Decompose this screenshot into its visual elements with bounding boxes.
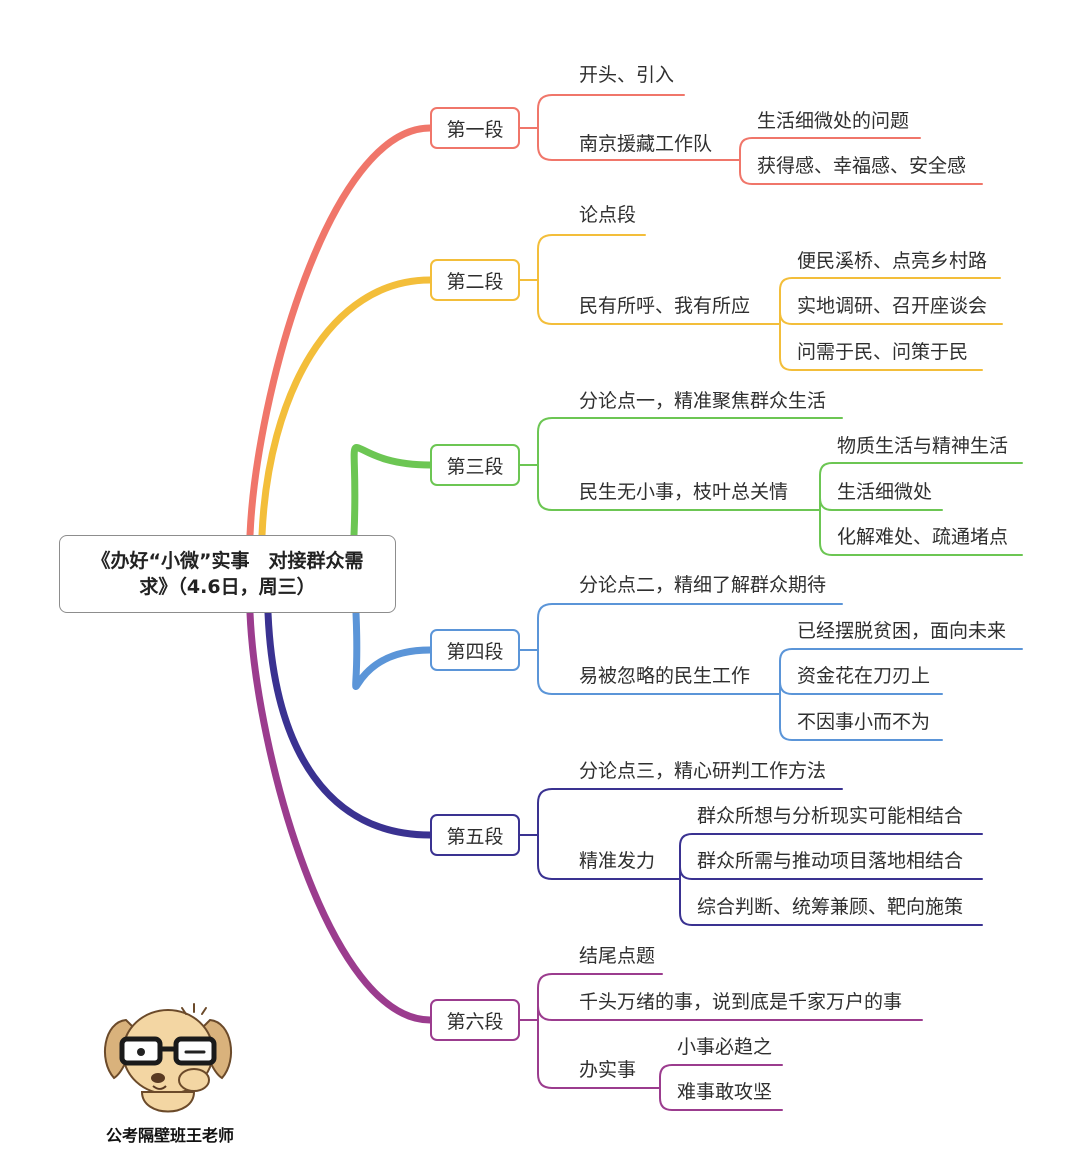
branch-s5-point3[interactable]: 分论点三，精心研判工作方法: [579, 760, 827, 782]
leaf-s5-needs[interactable]: 群众所需与推动项目落地相结合: [697, 850, 964, 872]
branch-s2-thesis[interactable]: 论点段: [579, 204, 637, 226]
dog-mascot-icon: [103, 1003, 233, 1113]
branch-s3-livelihood[interactable]: 民生无小事，枝叶总关情: [579, 481, 789, 503]
section-node-4[interactable]: 第四段: [430, 629, 520, 671]
connector-section-3-leaf-3: [819, 509, 1023, 556]
branch-s4-point2[interactable]: 分论点二，精细了解群众期待: [579, 574, 827, 596]
connector-section-3-child-1: [519, 417, 843, 466]
connector-root-to-section-4: [352, 609, 434, 690]
branch-s6-households[interactable]: 千头万绪的事，说到底是千家万户的事: [579, 991, 903, 1013]
leaf-s2-bridge[interactable]: 便民溪桥、点亮乡村路: [797, 250, 988, 272]
connector-section-2-leaf-2: [779, 311, 1003, 325]
connector-section-4-child-2: [519, 648, 781, 695]
section-node-5[interactable]: 第五段: [430, 814, 520, 856]
leaf-s1-details[interactable]: 生活细微处的问题: [757, 110, 910, 132]
connector-section-1-child-2: [519, 126, 741, 161]
connector-root-to-section-1: [246, 124, 434, 539]
connector-section-6-leaf-2: [659, 1087, 783, 1111]
connector-section-2-child-1: [519, 234, 646, 281]
branch-s3-point1[interactable]: 分论点一，精准聚焦群众生活: [579, 390, 827, 412]
connector-section-2-leaf-3: [779, 323, 983, 371]
connector-section-5-leaf-1: [679, 833, 983, 880]
leaf-s3-details[interactable]: 生活细微处: [837, 481, 933, 503]
leaf-s3-material[interactable]: 物质生活与精神生活: [837, 435, 1009, 457]
branch-s4-neglected[interactable]: 易被忽略的民生工作: [579, 665, 751, 687]
connector-root-to-section-5: [264, 609, 434, 839]
section-node-1[interactable]: 第一段: [430, 107, 520, 149]
branch-s6-ending[interactable]: 结尾点题: [579, 945, 656, 967]
connector-section-1-leaf-2: [739, 159, 983, 185]
connector-section-5-child-2: [519, 834, 681, 880]
connector-section-4-leaf-1: [779, 648, 1023, 695]
connector-root-to-section-3: [350, 444, 434, 539]
connector-section-2-leaf-1: [779, 277, 1001, 325]
root-topic-line1: 《办好“小微”实事 对接群众需: [91, 550, 364, 572]
connector-section-1-child-1: [519, 94, 685, 129]
connector-section-4-leaf-3: [779, 693, 943, 741]
leaf-s2-research[interactable]: 实地调研、召开座谈会: [797, 295, 988, 317]
connector-section-4-child-1: [519, 603, 843, 651]
root-topic-line2: 求》（4.6日，周三）: [139, 576, 316, 598]
connector-section-6-leaf-1: [659, 1064, 783, 1089]
leaf-s5-thoughts[interactable]: 群众所想与分析现实可能相结合: [697, 805, 964, 827]
branch-s1-team[interactable]: 南京援藏工作队: [579, 133, 713, 155]
section-node-2[interactable]: 第二段: [430, 259, 520, 301]
section-node-3[interactable]: 第三段: [430, 444, 520, 486]
leaf-s4-funds[interactable]: 资金花在刀刃上: [797, 665, 931, 687]
connector-root-to-section-2: [258, 276, 434, 539]
leaf-s4-small[interactable]: 不因事小而不为: [797, 711, 931, 733]
connector-section-3-leaf-1: [819, 462, 1023, 511]
connector-section-4-leaf-2: [779, 681, 943, 695]
connector-section-5-leaf-3: [679, 878, 983, 926]
branch-s5-precise[interactable]: 精准发力: [579, 850, 656, 872]
leaf-s6-small-matters[interactable]: 小事必趋之: [677, 1036, 773, 1058]
leaf-s1-sense[interactable]: 获得感、幸福感、安全感: [757, 155, 967, 177]
leaf-s2-ask[interactable]: 问需于民、问策于民: [797, 341, 969, 363]
connector-root-to-section-6: [246, 609, 434, 1024]
connector-section-5-leaf-2: [679, 866, 983, 880]
leaf-s4-poverty[interactable]: 已经摆脱贫困，面向未来: [797, 620, 1007, 642]
connector-section-1-leaf-1: [739, 137, 921, 161]
author-label: 公考隔壁班王老师: [105, 1126, 234, 1145]
section-node-6[interactable]: 第六段: [430, 999, 520, 1041]
branch-s1-intro[interactable]: 开头、引入: [579, 64, 675, 86]
branch-s2-response[interactable]: 民有所呼、我有所应: [579, 295, 751, 317]
connector-section-3-leaf-2: [819, 497, 943, 511]
connector-section-2-child-2: [519, 279, 781, 325]
leaf-s3-resolve[interactable]: 化解难处、疏通堵点: [837, 526, 1009, 548]
leaf-s5-judgment[interactable]: 综合判断、统筹兼顾、靶向施策: [697, 896, 964, 918]
connector-section-6-child-3: [519, 1019, 661, 1089]
root-topic[interactable]: 《办好“小微”实事 对接群众需 求》（4.6日，周三）: [59, 535, 396, 613]
branch-s6-practical[interactable]: 办实事: [579, 1059, 637, 1081]
leaf-s6-hard-matters[interactable]: 难事敢攻坚: [677, 1081, 773, 1103]
connector-section-3-child-2: [519, 464, 821, 511]
